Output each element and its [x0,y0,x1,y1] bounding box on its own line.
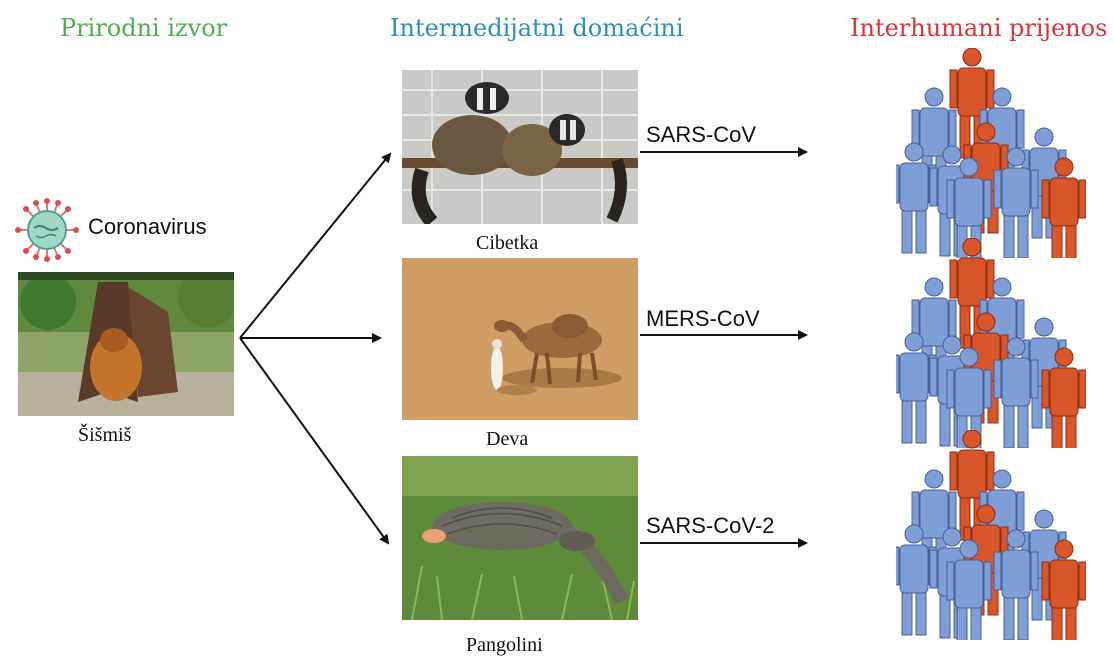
civet-caption: Cibetka [476,232,539,254]
human-crowd-2 [896,238,1086,448]
arrow-to-civet [239,152,392,339]
person-icon [896,142,937,254]
pangolin-caption: Pangolini [466,634,543,656]
civet-photo [402,70,638,224]
intermediate-hosts-header: Intermedijatni domaćini [390,14,684,42]
coronavirus-label: Coronavirus [88,214,207,239]
human-crowd-1 [896,48,1086,258]
coronavirus-icon [15,198,79,262]
sars-cov-2-label: SARS-CoV-2 [646,513,775,538]
person-icon [993,147,1039,258]
person-icon [993,529,1039,640]
person-icon [949,430,995,541]
person-icon [1041,347,1086,448]
human-crowd-3 [896,430,1086,640]
bat-photo [18,272,234,416]
bat-caption: Šišmiš [78,424,132,446]
sars-cov-label: SARS-CoV [646,122,757,147]
natural-source-header: Prirodni izvor [60,14,228,42]
person-icon [1041,157,1086,258]
person-icon [946,539,992,640]
camel-caption: Deva [486,428,529,450]
person-icon [1041,539,1086,640]
arrow-to-pangolin [239,337,390,545]
pangolin-photo [402,456,638,620]
person-icon [993,337,1039,448]
person-icon [946,157,992,258]
camel-photo [402,258,638,420]
human-transmission-header: Interhumani prijenos [850,14,1108,42]
mers-cov-label: MERS-CoV [646,306,760,331]
